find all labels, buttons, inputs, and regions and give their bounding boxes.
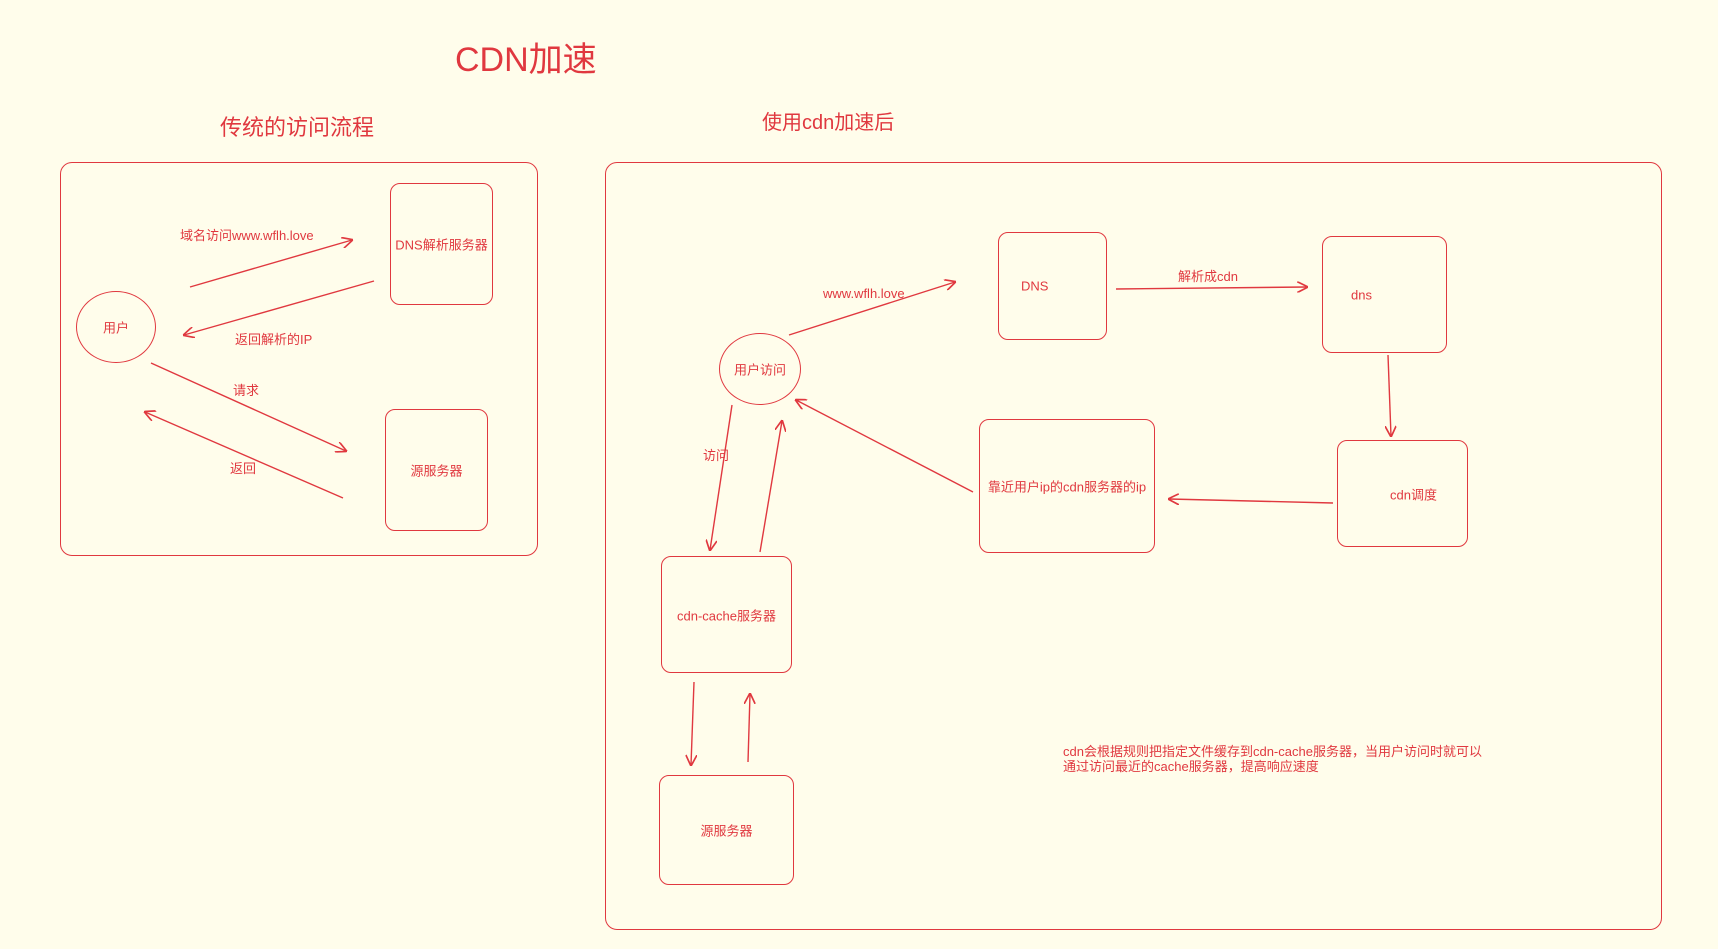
cdn-schedule-node-label: cdn调度	[1390, 487, 1437, 502]
arrow-user-to-cache	[710, 404, 733, 550]
www-label: www.wflh.love	[823, 286, 905, 301]
arrow-origin-to-cache	[748, 694, 750, 763]
arrow-user-to-dns	[189, 240, 352, 288]
traditional-flow-title: 传统的访问流程	[220, 115, 375, 140]
arrow-nearest-to-user	[796, 400, 974, 493]
user-node-label: 用户	[102, 320, 129, 336]
arrow-dns-to-user	[184, 280, 375, 335]
arrow-cache-to-user	[759, 421, 782, 553]
page-title: CDN加速	[455, 41, 597, 79]
arrow-dns-lower-to-schedule	[1388, 354, 1391, 436]
nearest-cdn-ip-node: 靠近用户ip的cdn服务器的ip	[979, 419, 1155, 553]
domain-access-label: 域名访问www.wflh.love	[180, 228, 314, 243]
arrow-schedule-to-nearest	[1169, 499, 1334, 503]
cdn-cache-node-label: cdn-cache服务器	[677, 608, 776, 623]
return-ip-label: 返回解析的IP	[235, 332, 313, 347]
arrow-user-to-dns-cdn	[788, 282, 955, 336]
access-label: 访问	[703, 448, 730, 463]
cdn-origin-server-node: 源服务器	[659, 775, 794, 885]
request-label: 请求	[233, 383, 260, 398]
user-access-node: 用户访问	[719, 333, 801, 405]
arrow-dns-to-dns-lower	[1115, 287, 1307, 289]
arrow-origin-to-user	[145, 412, 344, 499]
response-label: 返回	[230, 461, 257, 476]
origin-server-node: 源服务器	[385, 409, 488, 531]
dns-node: DNS	[998, 232, 1107, 340]
cdn-note: cdn会根据规则把指定文件缓存到cdn-cache服务器，当用户访问时就可以通过…	[1063, 744, 1482, 774]
cdn-cache-node: cdn-cache服务器	[661, 556, 792, 673]
cdn-origin-server-node-label: 源服务器	[700, 823, 753, 839]
arrow-cache-to-origin	[691, 681, 694, 765]
traditional-flow-frame	[60, 162, 538, 556]
resolve-cdn-label: 解析成cdn	[1178, 269, 1238, 284]
dns-lower-node-label: dns	[1351, 287, 1372, 302]
cdn-flow-title: 使用cdn加速后	[762, 112, 895, 134]
dns-lower-node: dns	[1322, 236, 1447, 353]
cdn-flow-frame	[605, 162, 1662, 930]
user-access-node-label: 用户访问	[733, 362, 786, 378]
origin-server-node-label: 源服务器	[410, 463, 463, 479]
user-node: 用户	[76, 291, 156, 363]
dns-server-node: DNS解析服务器	[390, 183, 493, 305]
arrow-user-to-origin	[150, 362, 346, 451]
dns-node-label: DNS	[1021, 278, 1049, 294]
dns-server-node-label: DNS解析服务器	[395, 237, 488, 253]
cdn-schedule-node: cdn调度	[1337, 440, 1468, 547]
nearest-cdn-ip-node-label: 靠近用户ip的cdn服务器的ip	[987, 479, 1147, 495]
